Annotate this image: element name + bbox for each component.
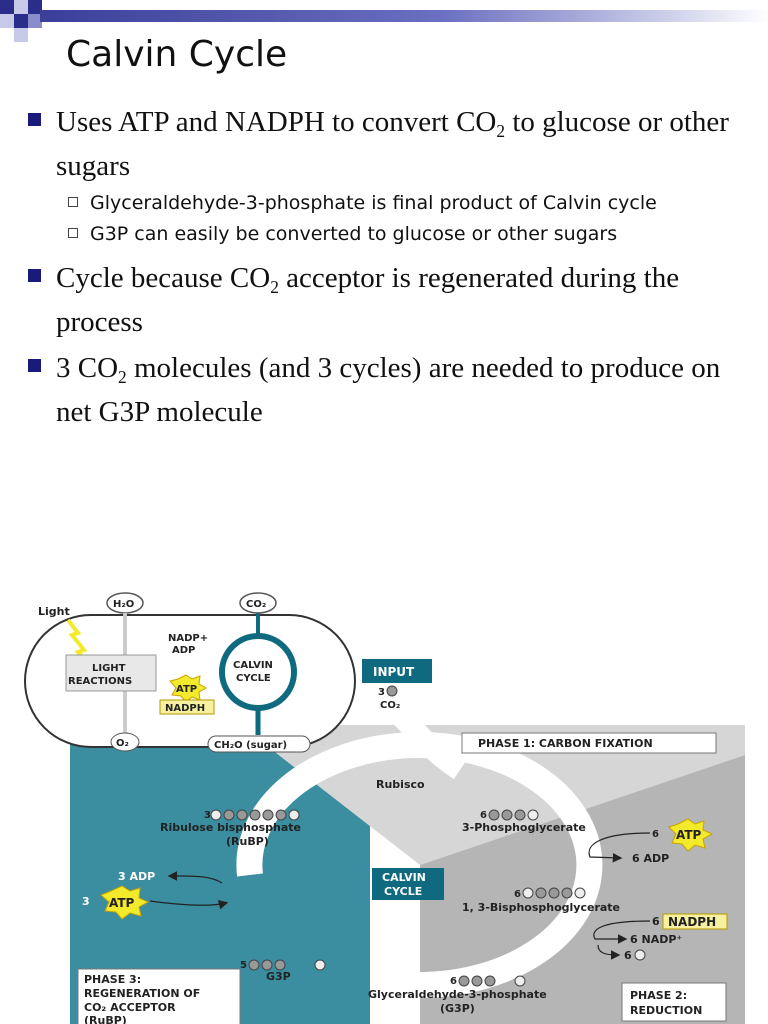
nadph-label: NADPH [668, 915, 716, 929]
calvin-center-label: CYCLE [384, 885, 422, 898]
title-bar-decoration [0, 0, 768, 42]
bullet-2: Cycle because CO2 acceptor is regenerate… [28, 256, 748, 344]
bpg-count: 6 [514, 889, 521, 900]
atp-label: ATP [676, 828, 702, 842]
phase1-box [461, 732, 717, 754]
light-reactions-label: LIGHT [92, 663, 126, 674]
cycle-arrow-ring [236, 732, 603, 998]
g3p5-label: G3P [266, 970, 291, 983]
phase1-label: PHASE 1: CARBON FIXATION [478, 737, 653, 750]
nadp6-label: 6 NADP⁺ [630, 933, 682, 946]
phosphate-icon [634, 949, 646, 961]
g3p6-label: (G3P) [440, 1002, 475, 1015]
cycle-arrow-ring [392, 707, 467, 780]
decor-square [14, 28, 28, 42]
atp3-count: 3 [82, 895, 90, 908]
phase3-label: (RuBP) [84, 1014, 127, 1024]
atp-arrow [588, 832, 651, 863]
adp-label: ADP [172, 645, 195, 656]
phase2-box [621, 982, 727, 1022]
calvin-center-box [372, 868, 444, 900]
input-box [362, 659, 432, 683]
g3p6-count: 6 [450, 976, 457, 987]
atp-label: ATP [109, 896, 135, 910]
nadph-box [662, 913, 728, 930]
phase2-label: REDUCTION [630, 1004, 702, 1017]
o2-label: O₂ [116, 738, 129, 749]
g3p6-molecule-icon [458, 975, 526, 987]
decor-square [14, 14, 28, 28]
atp-star-icon [668, 818, 714, 852]
atp-star-icon [100, 885, 150, 920]
decor-square [0, 0, 14, 14]
phase3-label: PHASE 3: [84, 973, 141, 986]
atp-label: ATP [176, 684, 197, 695]
nadph-box [159, 699, 215, 715]
input-co2-label: CO₂ [380, 700, 400, 711]
decor-square [28, 0, 42, 14]
hollow-square-bullet-icon [68, 197, 78, 207]
decor-square [14, 0, 28, 14]
input-label: INPUT [373, 665, 415, 679]
pi-arrow [597, 944, 621, 960]
bullet-list: Uses ATP and NADPH to convert CO2 to glu… [28, 100, 748, 434]
rubp-count: 3 [204, 810, 211, 821]
calvin-center-label: CALVIN [382, 871, 426, 884]
atp-star-icon [169, 674, 208, 703]
atp3-arrow [149, 900, 229, 910]
phase3-box [77, 968, 241, 1024]
rubp-molecule-icon [210, 809, 300, 821]
rubp-label: Ribulose bisphosphate [160, 821, 301, 834]
decor-square [0, 14, 14, 28]
sub-bullet-1: Glyceraldehyde-3-phosphate is final prod… [28, 188, 748, 219]
adp6-label: 6 ADP [632, 852, 669, 865]
nadp-label: NADP+ [168, 633, 208, 644]
phase3-label: CO₂ ACCEPTOR [84, 1001, 176, 1014]
title-gradient-bar [40, 10, 768, 22]
pga-count: 6 [480, 810, 487, 821]
sub-bullet-2: G3P can easily be converted to glucose o… [28, 219, 748, 250]
pga-molecule-icon [488, 809, 539, 821]
nadph-label: NADPH [165, 703, 205, 714]
square-bullet-icon [28, 359, 41, 372]
adp3-label: 3 ADP [118, 870, 155, 883]
hollow-square-bullet-icon [68, 228, 78, 238]
pga-label: 3-Phosphoglycerate [462, 821, 586, 834]
light-label: Light [38, 605, 70, 618]
calvin-label: CALVIN [233, 660, 273, 671]
bullet-1: Uses ATP and NADPH to convert CO2 to glu… [28, 100, 748, 188]
phase3-label: REGENERATION OF [84, 987, 200, 1000]
phase2-label: PHASE 2: [630, 989, 687, 1002]
bpg-molecule-icon [522, 887, 586, 899]
sugar-box [207, 735, 311, 753]
adp3-arrow [167, 871, 223, 884]
square-bullet-icon [28, 269, 41, 282]
co2-label: CO₂ [246, 599, 266, 610]
decor-square [28, 14, 42, 28]
input-count: 3 [378, 687, 385, 698]
page-title: Calvin Cycle [66, 34, 288, 75]
bullet-3: 3 CO2 molecules (and 3 cycles) are neede… [28, 346, 748, 434]
g3p5-molecule-icon [248, 959, 326, 971]
g3p6-label: Glyceraldehyde-3-phosphate [368, 988, 547, 1001]
rubisco-label: Rubisco [376, 778, 425, 791]
light-reactions-box [65, 654, 157, 692]
calvin-label: CYCLE [236, 673, 271, 684]
carbon-icon [386, 685, 398, 697]
h2o-label: H₂O [113, 599, 134, 610]
nadph-arrow [593, 920, 651, 944]
nadph6-count: 6 [652, 915, 660, 928]
atp6-count: 6 [652, 829, 659, 840]
calvin-cycle-diagram: Light H₂O CO₂ LIGHT REACTIONS CALVIN CYC… [24, 592, 745, 1024]
o2-bubble [110, 732, 140, 752]
sugar-label: CH₂O (sugar) [214, 740, 287, 751]
pi6-label: 6 [624, 949, 632, 962]
bpg-label: 1, 3-Bisphosphoglycerate [462, 901, 620, 914]
rubp-label: (RuBP) [226, 835, 269, 848]
g3p5-count: 5 [240, 960, 247, 971]
calvin-cycle-ring [219, 633, 297, 711]
square-bullet-icon [28, 113, 41, 126]
light-reactions-label: REACTIONS [68, 676, 132, 687]
